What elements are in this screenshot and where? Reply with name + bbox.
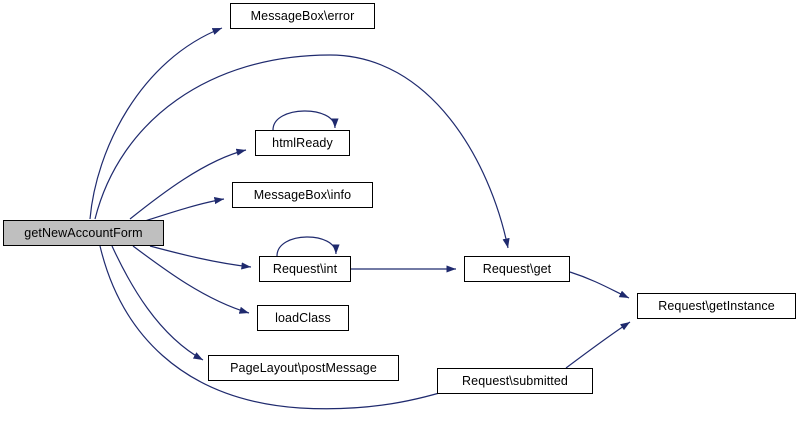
node-request-submitted[interactable]: Request\submitted: [437, 368, 593, 394]
node-pagelayout-postmessage[interactable]: PageLayout\postMessage: [208, 355, 399, 381]
node-loadclass[interactable]: loadClass: [257, 305, 349, 331]
edge-request-submitted-to-request-getinstance: [565, 321, 631, 369]
node-request-get[interactable]: Request\get: [464, 256, 570, 282]
edge-root-to-pagelayout-postmessage: [111, 245, 204, 361]
edge-root-to-request-get: [94, 54, 510, 249]
node-request-getinstance[interactable]: Request\getInstance: [637, 293, 796, 319]
edge-root-to-messagebox-error: [89, 27, 223, 220]
edge-request-int-self-loop: [276, 236, 340, 257]
edge-root-to-request-int: [149, 245, 252, 270]
edge-root-to-htmlready: [129, 148, 247, 220]
edge-root-to-loadclass: [132, 245, 250, 314]
node-messagebox-info[interactable]: MessageBox\info: [232, 182, 373, 208]
node-htmlready[interactable]: htmlReady: [255, 130, 350, 156]
node-request-int[interactable]: Request\int: [259, 256, 351, 282]
node-getnewaccountform[interactable]: getNewAccountForm: [3, 220, 164, 246]
edge-root-to-messagebox-info: [144, 197, 225, 222]
edge-root-to-request-submitted: [99, 245, 463, 410]
edge-htmlready-self-loop: [272, 110, 339, 131]
node-messagebox-error[interactable]: MessageBox\error: [230, 3, 375, 29]
edge-request-get-to-request-getinstance: [569, 271, 630, 299]
